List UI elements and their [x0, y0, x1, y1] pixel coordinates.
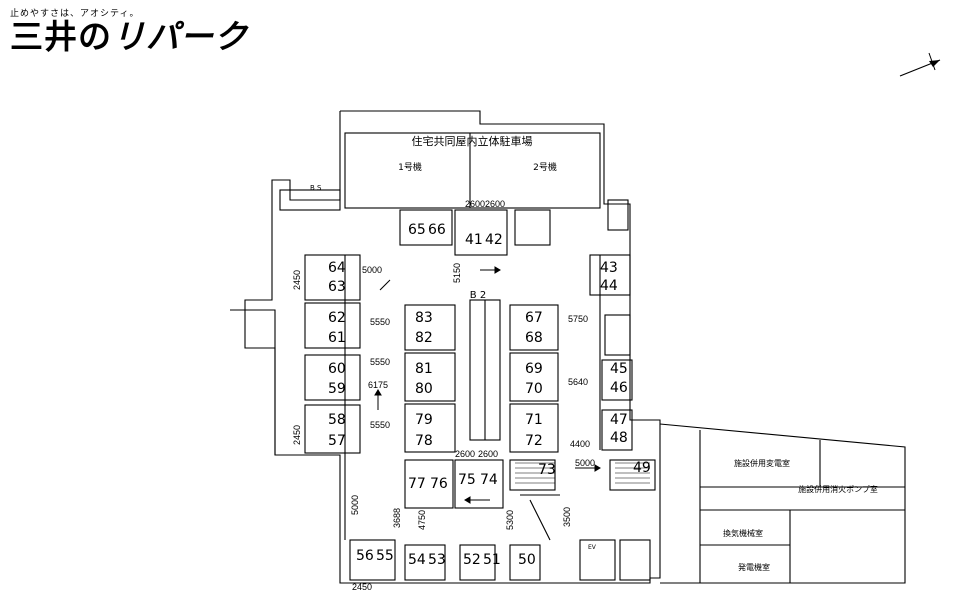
stall-68: 68 [525, 330, 543, 346]
stall-57: 57 [328, 433, 346, 449]
stall-69: 69 [525, 361, 543, 377]
dim-5000c: 5000 [350, 495, 360, 515]
stall-49: 49 [633, 460, 651, 476]
brand-name: 三井のリパーク [10, 19, 248, 55]
stall-80: 80 [415, 381, 433, 397]
dim-5750: 5750 [568, 314, 588, 324]
stall-77: 77 [408, 476, 426, 492]
compass-icon [899, 52, 941, 77]
dim-5000a: 5000 [362, 265, 382, 275]
room-substation: 施設併用変電室 [734, 458, 790, 468]
dim-5150: 5150 [452, 263, 462, 283]
stall-81: 81 [415, 361, 433, 377]
dim-2600d: 2600 [478, 449, 498, 459]
stall-55: 55 [376, 548, 394, 564]
stall-54: 54 [408, 552, 426, 568]
dim-2450b: 2450 [292, 270, 302, 290]
ev-label: EV [588, 544, 597, 551]
stall-72: 72 [525, 433, 543, 449]
stall-73: 73 [538, 462, 556, 478]
stall-83: 83 [415, 310, 433, 326]
stall-53: 53 [428, 552, 446, 568]
stall-75: 75 [458, 472, 476, 488]
stall-58: 58 [328, 412, 346, 428]
brand-name-part2: リパーク [112, 17, 248, 56]
stall-56: 56 [356, 548, 374, 564]
stall-66: 66 [428, 222, 446, 238]
plan-title: 住宅共同屋内立体駐車場 [412, 134, 533, 148]
dim-5000b: 5000 [575, 458, 595, 468]
stall-65: 65 [408, 222, 426, 238]
stall-74: 74 [480, 472, 498, 488]
stall-43: 43 [600, 260, 618, 276]
stall-64: 64 [328, 260, 346, 276]
dim-3688: 3688 [392, 508, 402, 528]
stall-79: 79 [415, 412, 433, 428]
stall-82: 82 [415, 330, 433, 346]
room-pump: 施設併用消火ポンプ室 [798, 484, 878, 494]
brand-tagline: 止めやすさは、アオシティ。 [10, 9, 140, 19]
brand-name-part1: 三井の [10, 17, 112, 56]
bs-label: B S [310, 184, 322, 192]
stall-59: 59 [328, 381, 346, 397]
dim-5550c: 5550 [370, 420, 390, 430]
stall-50: 50 [518, 552, 536, 568]
dim-2450a: 2450 [352, 582, 372, 592]
brand-logo: 止めやすさは、アオシティ。 三井のリパーク [10, 6, 248, 55]
stall-63: 63 [328, 279, 346, 295]
stall-70: 70 [525, 381, 543, 397]
stall-71: 71 [525, 412, 543, 428]
stall-78: 78 [415, 433, 433, 449]
stall-52: 52 [463, 552, 481, 568]
stall-67: 67 [525, 310, 543, 326]
machine2-label: 2号機 [533, 161, 557, 173]
dim-2600a: 2600 [465, 199, 485, 209]
floor-label: B 2 [470, 290, 486, 301]
dim-2600c: 2600 [455, 449, 475, 459]
room-ventilation: 換気機械室 [723, 528, 763, 538]
dim-5550b: 5550 [370, 357, 390, 367]
stall-44: 44 [600, 278, 618, 294]
machine1-label: 1号機 [398, 161, 422, 173]
stall-47: 47 [610, 412, 628, 428]
dim-6175: 6175 [368, 380, 388, 390]
dim-2450c: 2450 [292, 425, 302, 445]
stall-62: 62 [328, 310, 346, 326]
stall-51: 51 [483, 552, 501, 568]
stall-45: 45 [610, 361, 628, 377]
dim-5300: 5300 [505, 510, 515, 530]
stall-46: 46 [610, 380, 628, 396]
stall-41: 41 [465, 232, 483, 248]
stall-76: 76 [430, 476, 448, 492]
dim-5640: 5640 [568, 377, 588, 387]
room-generator: 発電機室 [738, 562, 770, 572]
stall-61: 61 [328, 330, 346, 346]
dim-2600b: 2600 [485, 199, 505, 209]
dim-4750: 4750 [417, 510, 427, 530]
stall-60: 60 [328, 361, 346, 377]
dim-4400: 4400 [570, 439, 590, 449]
dim-3500: 3500 [562, 507, 572, 527]
stall-48: 48 [610, 430, 628, 446]
dim-5550a: 5550 [370, 317, 390, 327]
stall-42: 42 [485, 232, 503, 248]
